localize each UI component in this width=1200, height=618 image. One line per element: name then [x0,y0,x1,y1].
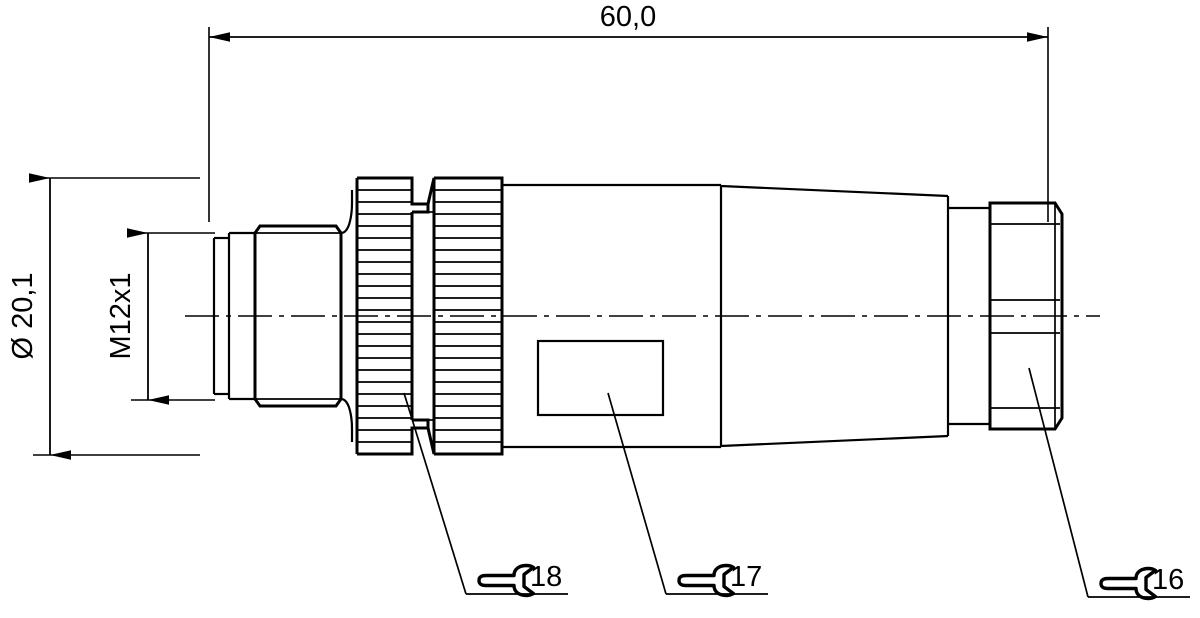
gland-neck [948,206,990,426]
dimension-label-thread-size: M12x1 [105,272,137,359]
cable-gland-nut [988,201,1064,431]
dimension-outer-diameter: Ø 20,1 [7,173,200,460]
thread-to-nut-transition [340,190,354,442]
knurled-coupling-nut [355,176,504,456]
dimension-label-overall-length: 60,0 [600,1,656,33]
knurl-lines-right [434,189,502,443]
callout-label-17: 17 [730,561,762,593]
callout-wrench-coupling-nut: 18 [403,392,568,598]
wrench-icon [677,563,736,598]
body-label-rectangle [536,339,665,417]
callout-wrench-body: 17 [607,392,768,598]
connector-part-geometry [185,176,1100,456]
knurl-lines-left [357,189,412,443]
wrench-icon [1099,566,1158,601]
callout-label-16: 16 [1152,564,1184,596]
dimension-overall-length: 60,0 [208,1,1049,222]
wrench-icon [477,563,536,598]
callout-wrench-cable-gland: 16 [1028,367,1190,601]
dimension-label-outer-diameter: Ø 20,1 [7,272,39,359]
dimension-thread-size: M12x1 [105,228,215,405]
callout-label-18: 18 [530,561,562,593]
